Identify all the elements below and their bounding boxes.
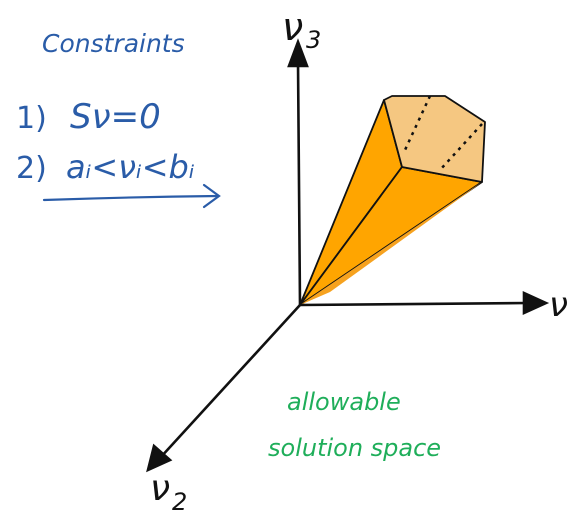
v3-label-subscript: 3 [306, 26, 321, 54]
constraint-2-inequality: aᵢ<νᵢ<bᵢ [66, 148, 195, 186]
constraint-1-equation: Sν=0 [70, 97, 161, 137]
constraint-arrow-shaft [44, 196, 218, 200]
v2-label-symbol: ν [150, 468, 170, 509]
cone-face-front [300, 167, 482, 305]
v3-label-symbol: ν [282, 5, 303, 49]
v1-label-symbol: ν [549, 285, 568, 325]
v1-arrowhead [524, 293, 546, 313]
constraint-2-number: 2) [16, 151, 47, 186]
caption-line-1: allowable [287, 388, 401, 416]
v3-axis-line [298, 62, 300, 305]
v1-axis-line [300, 303, 528, 305]
solution-cone [300, 96, 485, 305]
caption: allowable solution space [268, 388, 441, 462]
constraints-block: Constraints 1) Sν=0 2) aᵢ<νᵢ<bᵢ [16, 29, 219, 207]
v2-label-subscript: 2 [172, 488, 187, 516]
constraints-heading: Constraints [42, 29, 185, 58]
constraint-1-number: 1) [16, 101, 47, 136]
caption-line-2: solution space [268, 434, 441, 462]
constraint-arrow [44, 185, 219, 207]
